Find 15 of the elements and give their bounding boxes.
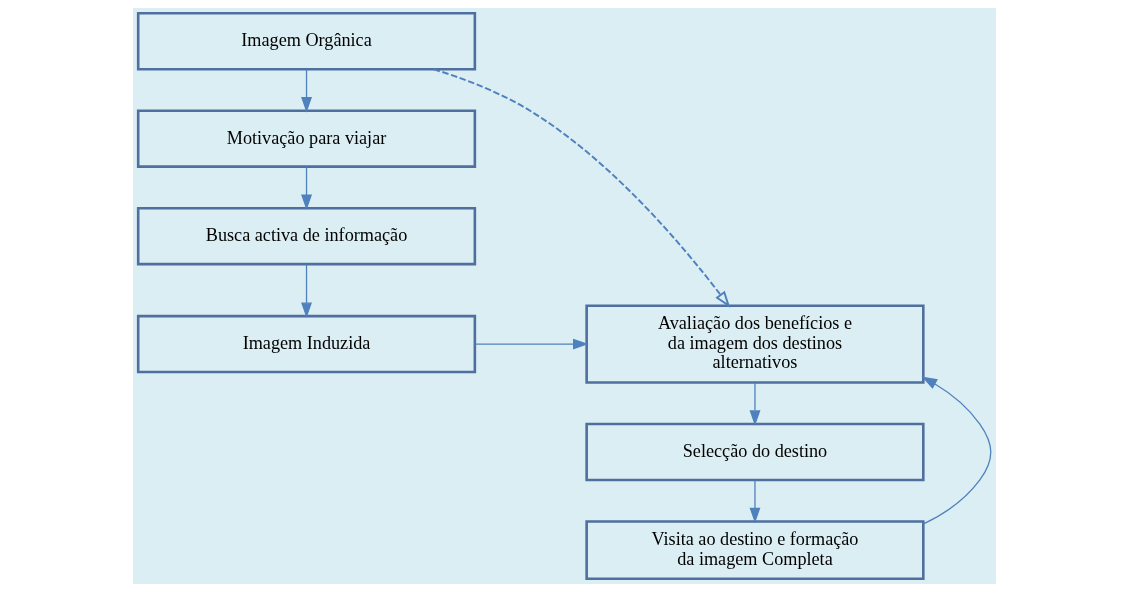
node-box: Imagem Orgânica	[136, 12, 477, 71]
arrow	[301, 68, 312, 113]
node-box: Avaliação dos benefícios e da imagem dos destinos alternativos	[585, 304, 925, 384]
node-box: Visita ao destino e formação da imagem Completa	[585, 520, 925, 580]
node-box: Imagem Induzida	[136, 314, 477, 374]
arrow	[749, 479, 761, 524]
arrow	[301, 166, 312, 211]
arrow	[474, 338, 589, 350]
node-box: Selecção do destino	[585, 422, 925, 482]
node-box: Busca activa de informação	[136, 206, 477, 266]
arrow	[301, 263, 312, 319]
arrow	[432, 68, 731, 308]
arrow	[749, 382, 761, 426]
arrow	[921, 376, 992, 525]
node-box: Motivação para viajar	[136, 109, 477, 168]
